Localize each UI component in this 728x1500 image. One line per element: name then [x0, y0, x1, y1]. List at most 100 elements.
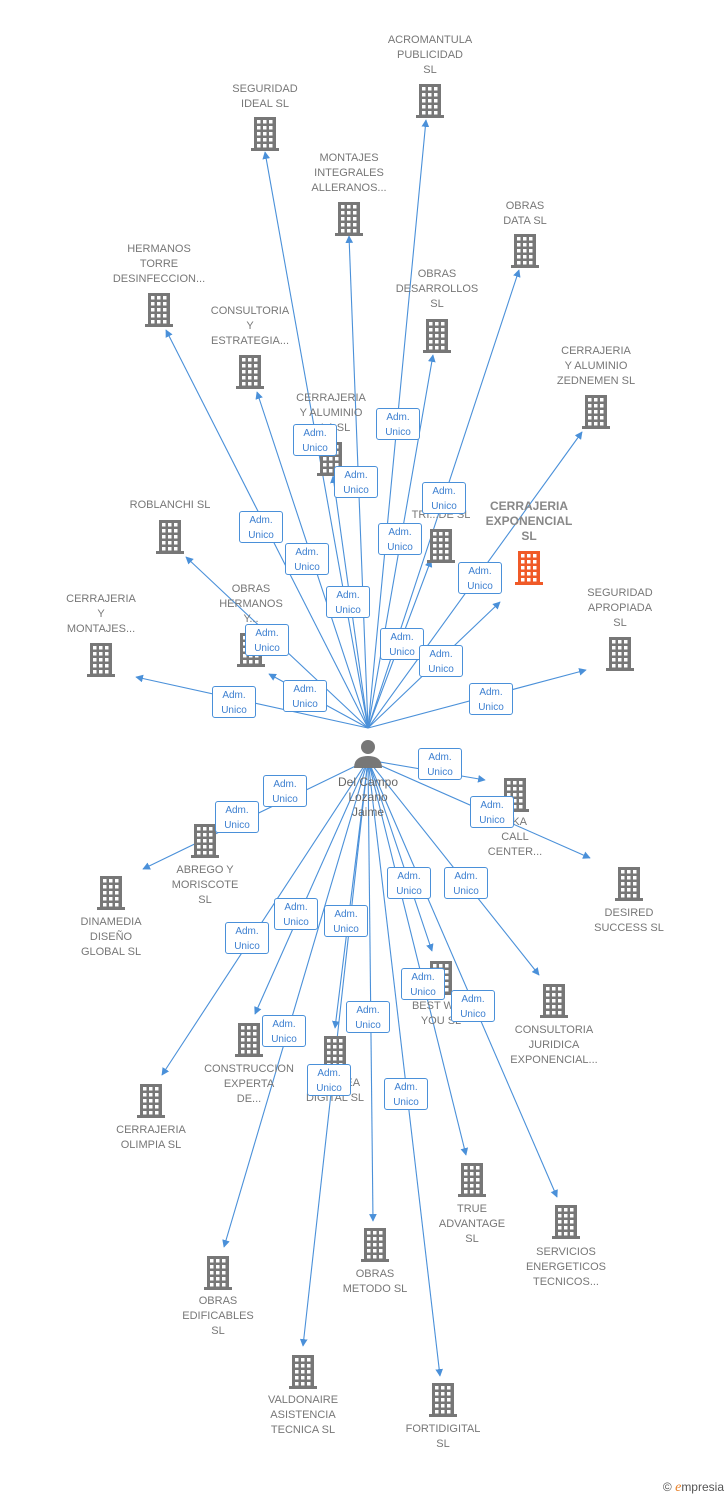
building-icon[interactable]: [87, 643, 115, 677]
building-icon[interactable]: [429, 1383, 457, 1417]
role-badge[interactable]: Adm.Unico: [387, 867, 431, 899]
building-icon[interactable]: [427, 529, 455, 563]
role-badge[interactable]: Adm.Unico: [245, 624, 289, 656]
building-icon[interactable]: [606, 637, 634, 671]
building-icon[interactable]: [204, 1256, 232, 1290]
building-icon[interactable]: [552, 1205, 580, 1239]
building-icon[interactable]: [361, 1228, 389, 1262]
role-badge[interactable]: Adm.Unico: [380, 628, 424, 660]
building-icon[interactable]: [236, 355, 264, 389]
building-icon[interactable]: [235, 1023, 263, 1057]
company-label[interactable]: ROBLANCHI SL: [100, 498, 240, 513]
company-label-line: OBRAS: [505, 200, 545, 212]
building-icon[interactable]: [335, 202, 363, 236]
company-label-line: Y: [246, 320, 254, 332]
building-icon[interactable]: [416, 84, 444, 118]
role-badge[interactable]: Adm.Unico: [262, 1015, 306, 1047]
role-badge[interactable]: Adm.Unico: [274, 898, 318, 930]
role-badge[interactable]: Adm.Unico: [346, 1001, 390, 1033]
role-badge[interactable]: Adm.Unico: [378, 523, 422, 555]
company-label-line: OBRAS: [355, 1268, 395, 1280]
role-badge[interactable]: Adm.Unico: [225, 922, 269, 954]
role-badge[interactable]: Adm.Unico: [212, 686, 256, 718]
role-badge[interactable]: Adm.Unico: [324, 905, 368, 937]
role-badge[interactable]: Adm.Unico: [422, 482, 466, 514]
role-badge-text: Adm.: [388, 527, 412, 538]
role-badge[interactable]: Adm.Unico: [418, 748, 462, 780]
building-icon[interactable]: [251, 117, 279, 151]
person-icon[interactable]: [354, 740, 382, 768]
company-label-line: DESIRED: [604, 907, 654, 919]
company-label-line: ABREGO Y: [176, 864, 234, 876]
role-badge[interactable]: Adm.Unico: [419, 645, 463, 677]
role-badge[interactable]: Adm.Unico: [239, 511, 283, 543]
company-label-line: MONTAJES: [319, 152, 379, 164]
building-icon[interactable]: [615, 867, 643, 901]
building-icon[interactable]: [540, 984, 568, 1018]
person-name[interactable]: Del Campo Lozano Jaime: [318, 775, 418, 820]
building-icon[interactable]: [515, 551, 543, 585]
building-icon[interactable]: [137, 1084, 165, 1118]
company-label-line: ENERGETICOS: [525, 1261, 607, 1273]
role-badge[interactable]: Adm.Unico: [384, 1078, 428, 1110]
company-label-line: ASISTENCIA: [270, 1409, 336, 1421]
role-badge[interactable]: Adm.Unico: [293, 424, 337, 456]
relation-edge: [367, 759, 469, 1156]
building-icon[interactable]: [423, 319, 451, 353]
building-icon[interactable]: [458, 1163, 486, 1197]
role-badge[interactable]: Adm.Unico: [451, 990, 495, 1022]
role-badge[interactable]: Adm.Unico: [215, 801, 259, 833]
role-badge-text: Unico: [460, 1009, 486, 1020]
empresia-brand[interactable]: © empresia: [663, 1480, 724, 1496]
role-badge[interactable]: Adm.Unico: [470, 796, 514, 828]
role-badge-text: Unico: [427, 767, 453, 778]
role-badge[interactable]: Adm.Unico: [458, 562, 502, 594]
building-icon[interactable]: [289, 1355, 317, 1389]
role-badge[interactable]: Adm.Unico: [444, 867, 488, 899]
role-badge[interactable]: Adm.Unico: [285, 543, 329, 575]
building-icon[interactable]: [582, 395, 610, 429]
role-badge[interactable]: Adm.Unico: [307, 1064, 351, 1096]
building-icon[interactable]: [156, 520, 184, 554]
building-icon[interactable]: [97, 876, 125, 910]
role-badge[interactable]: Adm.Unico: [263, 775, 307, 807]
role-badge[interactable]: Adm.Unico: [283, 680, 327, 712]
role-badge[interactable]: Adm.Unico: [334, 466, 378, 498]
role-badge[interactable]: Adm.Unico: [401, 968, 445, 1000]
company-label-line: SL: [198, 894, 212, 906]
company-label-line: SL: [423, 64, 437, 76]
building-icon[interactable]: [145, 293, 173, 327]
building-icon[interactable]: [191, 824, 219, 858]
building-icon[interactable]: [501, 778, 529, 812]
role-badge[interactable]: Adm.Unico: [326, 586, 370, 618]
role-badge[interactable]: Adm.Unico: [376, 408, 420, 440]
company-label-line: CALL: [501, 831, 529, 843]
building-icon[interactable]: [511, 234, 539, 268]
role-badge[interactable]: Adm.Unico: [469, 683, 513, 715]
